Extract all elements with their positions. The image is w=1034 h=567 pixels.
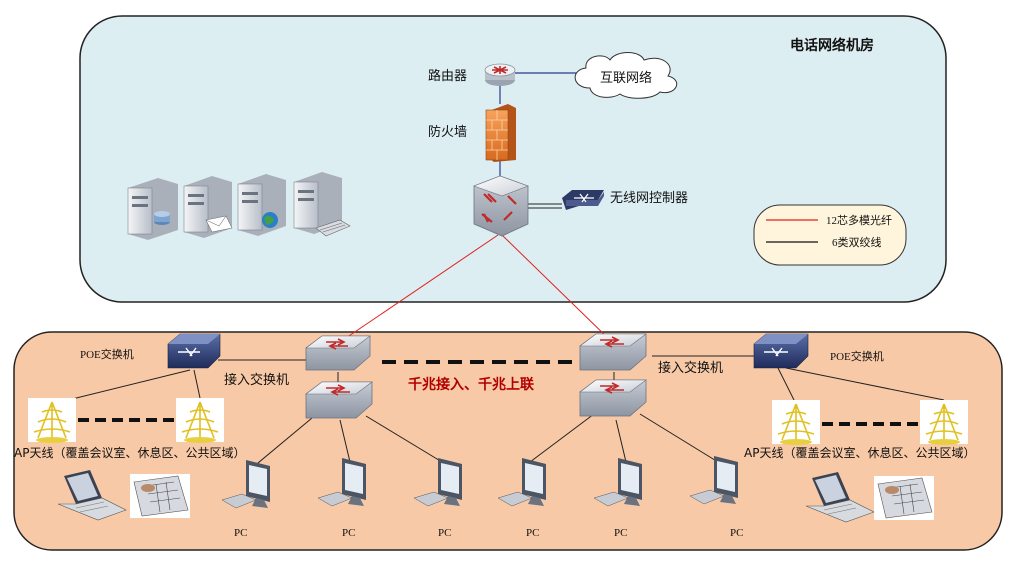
router-icon: [484, 63, 516, 86]
poe-left-ap2: [193, 369, 201, 399]
server-icon: [127, 178, 178, 240]
legend-cable-label: 6类双绞线: [832, 235, 882, 249]
pc-icon: [317, 458, 366, 507]
firewall-label: 防火墙: [428, 124, 467, 140]
pc-label: PC: [526, 527, 539, 539]
ap-left-label: AP天线（覆盖会议室、休息区、公共区域）: [14, 445, 245, 460]
switch-icon: [305, 335, 371, 371]
legend: 12芯多模光纤 6类双绞线: [753, 204, 907, 266]
pc-link-1: [251, 417, 313, 469]
ap-right-label: AP天线（覆盖会议室、休息区、公共区域）: [744, 445, 975, 460]
tablet-icon: [874, 476, 934, 520]
uplink-label: 千兆接入、千兆上联: [408, 376, 535, 393]
pc-link-3: [365, 415, 443, 463]
pc-label: PC: [342, 527, 355, 539]
legend-box: [753, 204, 907, 266]
pc-icon: [413, 458, 462, 507]
wlc-label: 无线网控制器: [610, 191, 688, 206]
pc-icon: [593, 458, 642, 507]
server-icon: [293, 172, 351, 237]
ap-antenna-icon: [920, 400, 968, 445]
pc-icon: [221, 460, 270, 509]
poe-right-label: POE交换机: [830, 349, 884, 363]
links: [51, 72, 945, 469]
switch-left-label: 接入交换机: [224, 372, 289, 388]
wireless-controller-icon: [562, 190, 604, 210]
core-switch-icon: [473, 175, 529, 237]
fiber-left: [339, 234, 499, 343]
pc-link-6: [639, 413, 719, 463]
server-group: [127, 172, 351, 240]
switch-icon: [305, 381, 373, 419]
laptop-icon: [805, 472, 875, 523]
pc-link-5: [615, 419, 627, 463]
pc-link-2: [339, 419, 351, 463]
pc-label: PC: [614, 527, 627, 539]
poe-switch-icon: [167, 333, 221, 369]
server-icon: [237, 174, 286, 236]
poe-right-ap2: [785, 367, 945, 401]
tablet-icon: [130, 474, 190, 518]
router-label: 路由器: [428, 68, 467, 84]
cloud-icon: [574, 52, 678, 99]
pc-label: PC: [730, 527, 743, 539]
switch-icon: [579, 333, 647, 371]
poe-switch-icon: [753, 333, 809, 369]
ap-antenna-icon: [176, 398, 224, 443]
server-room-title: 电话网络机房: [790, 37, 874, 54]
switch-icon: [579, 379, 647, 417]
pc-link-4: [529, 413, 595, 463]
ap-antenna-icon: [772, 400, 820, 445]
fiber-right: [501, 234, 613, 343]
pc-icon: [497, 458, 546, 507]
server-icon: [183, 176, 233, 238]
pc-icon: [689, 456, 738, 505]
ap-antenna-icon: [28, 398, 76, 443]
pc-label: PC: [438, 527, 451, 539]
pc-label: PC: [234, 527, 247, 539]
laptop-icon: [57, 470, 127, 521]
firewall-icon: [485, 104, 516, 162]
switch-right-label: 接入交换机: [658, 360, 723, 376]
poe-left-label: POE交换机: [80, 347, 134, 361]
legend-fiber-label: 12芯多模光纤: [826, 213, 892, 227]
internet-label: 互联网络: [600, 70, 652, 86]
poe-right-ap1: [777, 367, 795, 401]
